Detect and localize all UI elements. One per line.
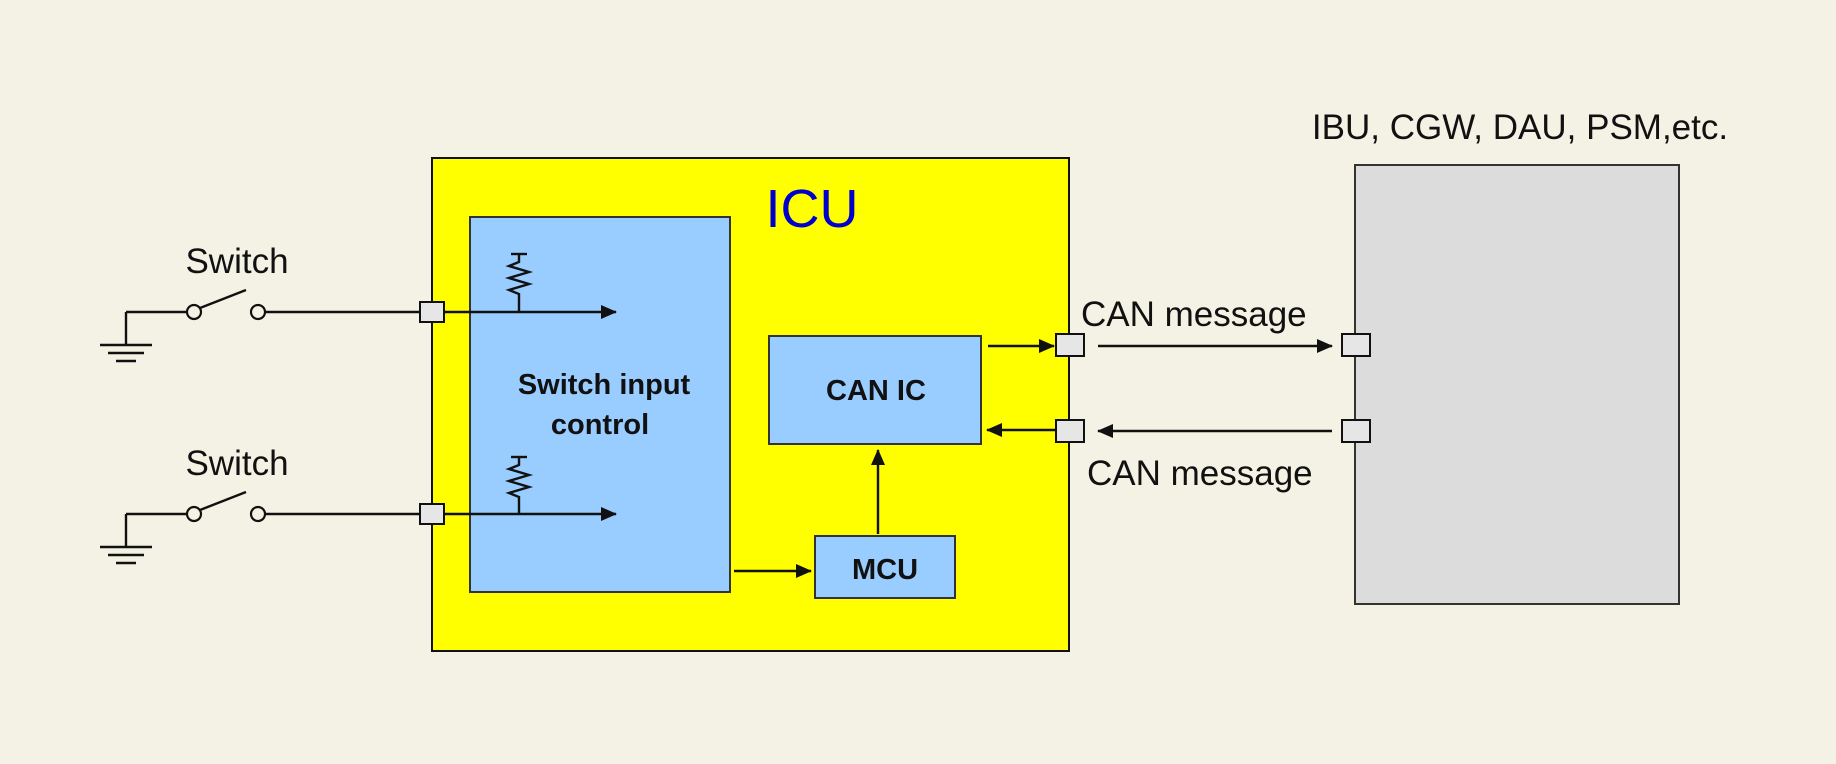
icu-can-tx-port [1055, 333, 1085, 357]
ground-icon [100, 514, 152, 565]
switch-input-control-block [469, 216, 731, 593]
external-can-rx-port [1341, 333, 1371, 357]
switch-icon [126, 288, 420, 321]
input-port-1 [419, 301, 445, 323]
pull-up-resistor-icon [504, 252, 534, 312]
can-message-incoming-label: CAN message [1087, 454, 1313, 493]
switch-input-control-label-line2: control [551, 409, 649, 441]
external-ecu-box [1354, 164, 1680, 605]
can-ic-block [768, 335, 982, 445]
switch-label-2: Switch [185, 444, 288, 483]
icu-can-rx-port [1055, 419, 1085, 443]
mcu-block [814, 535, 956, 599]
switch-icon [126, 490, 420, 523]
input-port-2 [419, 503, 445, 525]
switch-label-1: Switch [185, 242, 288, 281]
can-message-outgoing-label: CAN message [1081, 295, 1307, 334]
can-ic-label: CAN IC [826, 375, 926, 407]
pull-up-resistor-icon [504, 455, 534, 514]
external-ecu-label: IBU, CGW, DAU, PSM,etc. [1312, 108, 1728, 147]
icu-title: ICU [766, 179, 859, 239]
ground-icon [100, 312, 152, 363]
switch-input-control-label-line1: Switch input [518, 369, 691, 401]
external-can-tx-port [1341, 419, 1371, 443]
mcu-label: MCU [852, 554, 918, 586]
